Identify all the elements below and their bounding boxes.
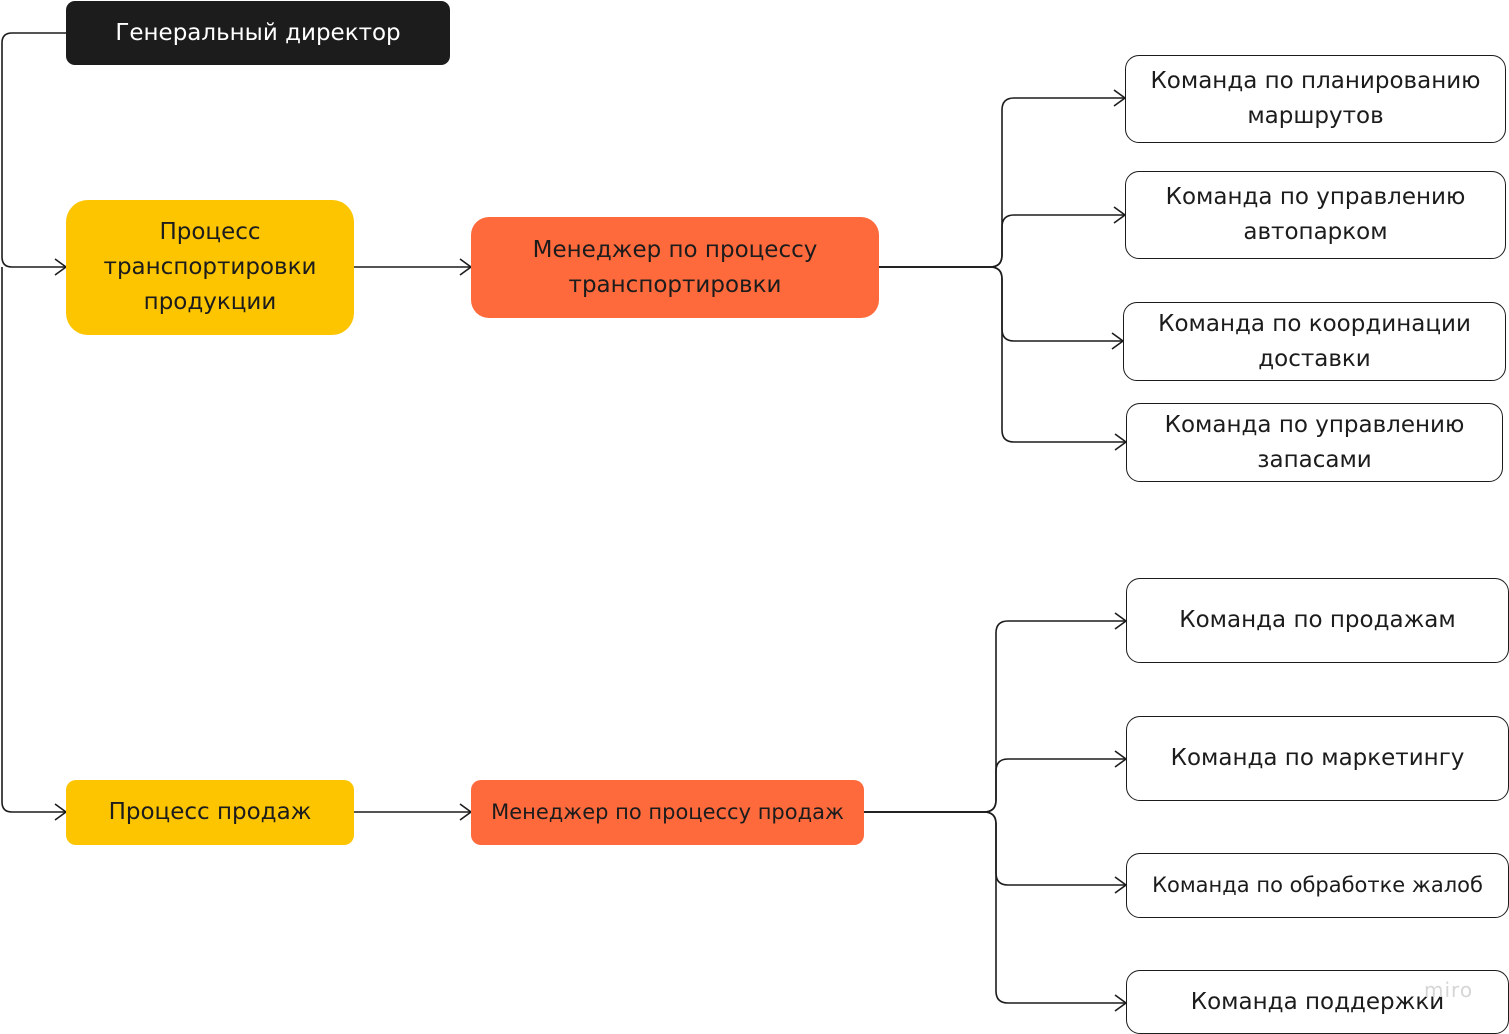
miro-watermark: miro (1424, 978, 1474, 1002)
team-delivery-coordination[interactable]: Команда по координации доставки (1123, 302, 1506, 381)
team-label: Команда по управлению запасами (1164, 411, 1465, 473)
sales-manager-node[interactable]: Менеджер по процессу продаж (471, 780, 864, 845)
edge-ceo-sales (1, 267, 68, 821)
team-label: Команда по управлению автопарком (1165, 184, 1466, 245)
sales-manager-label: Менеджер по процессу продаж (491, 800, 844, 824)
edge-ceo-transport (1, 32, 68, 276)
sales-process-node[interactable]: Процесс продаж (66, 780, 354, 845)
edge-transport-team-4 (879, 266, 1128, 451)
edge-sales-team-1 (864, 612, 1128, 813)
team-marketing[interactable]: Команда по маркетингу (1126, 716, 1509, 801)
team-route-planning[interactable]: Команда по планированию маршрутов (1125, 55, 1506, 143)
ceo-node[interactable]: Генеральный директор (66, 1, 450, 65)
team-label: Команда по продажам (1179, 607, 1456, 633)
edge-sales-team-4 (864, 811, 1128, 1012)
edge-sales-team-2 (864, 750, 1128, 813)
team-complaints[interactable]: Команда по обработке жалоб (1126, 853, 1509, 918)
team-sales[interactable]: Команда по продажам (1126, 578, 1509, 663)
edge-sales-team-3 (864, 811, 1128, 894)
team-inventory-management[interactable]: Команда по управлению запасами (1126, 403, 1503, 482)
ceo-label: Генеральный директор (115, 19, 401, 46)
team-label: Команда по маркетингу (1170, 745, 1465, 771)
team-label: Команда поддержки (1190, 988, 1445, 1015)
team-label: Команда по обработке жалоб (1152, 873, 1483, 897)
team-fleet-management[interactable]: Команда по управлению автопарком (1125, 171, 1506, 259)
transport-process-node[interactable]: Процесс транспортировки продукции (66, 200, 354, 335)
transport-manager-label: Менеджер по процессу транспортировки (532, 236, 818, 298)
edge-transport-team-2 (879, 206, 1127, 268)
transport-manager-node[interactable]: Менеджер по процессу транспортировки (471, 217, 879, 318)
team-label: Команда по планированию маршрутов (1150, 68, 1481, 129)
transport-process-label: Процесс транспортировки продукции (103, 219, 317, 315)
sales-process-label: Процесс продаж (108, 799, 312, 825)
team-support[interactable]: Команда поддержки (1126, 970, 1509, 1034)
team-label: Команда по координации доставки (1158, 310, 1471, 372)
edge-transport-team-3 (879, 266, 1125, 350)
